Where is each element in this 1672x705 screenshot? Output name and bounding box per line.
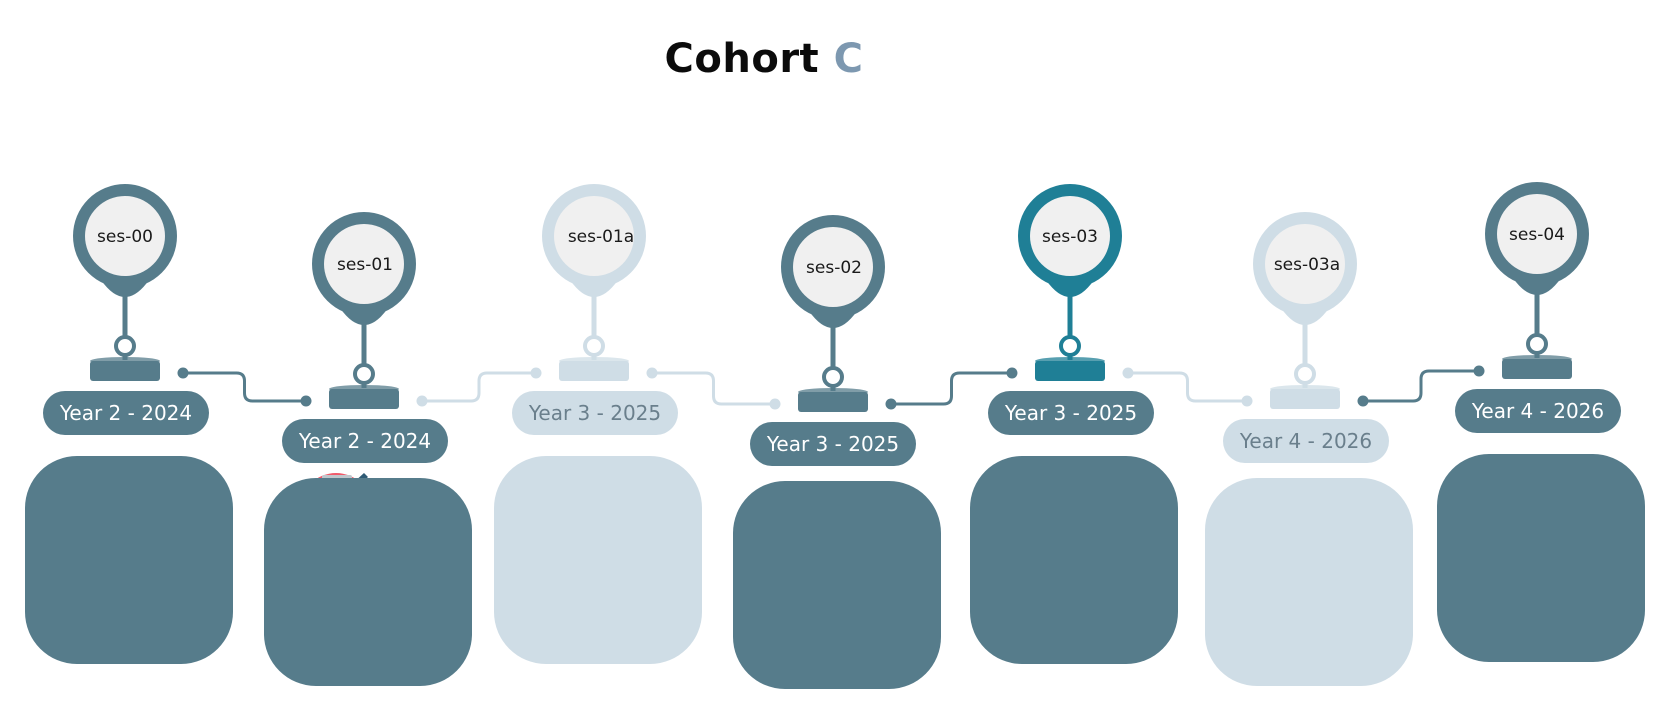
pin-tail — [340, 308, 388, 325]
pin-marker-ses-04 — [1485, 182, 1589, 379]
connector-line-4 — [1126, 371, 1249, 403]
pin-inner — [793, 227, 873, 307]
year-pill-ses-01a: Year 3 - 2025 — [512, 391, 678, 435]
pin-ring — [353, 363, 375, 385]
pin-marker-ses-01a — [542, 184, 646, 381]
connector-dot-2-start — [646, 367, 658, 379]
activity-card-ses-00 — [25, 456, 233, 664]
pin-inner — [85, 196, 165, 276]
pin-stem — [1067, 294, 1073, 360]
pin-base — [90, 361, 160, 381]
pin-base — [1035, 361, 1105, 381]
connector-dot-2-end — [769, 398, 781, 410]
pin-inner — [554, 196, 634, 276]
session-label-03a: ses-03a — [1273, 255, 1341, 275]
pin-inner — [1030, 196, 1110, 276]
pin-base — [798, 392, 868, 412]
session-label-01a: ses-01a — [567, 227, 635, 247]
pin-marker-ses-00 — [73, 184, 177, 381]
pin-stem — [591, 294, 597, 360]
pin-base — [1270, 389, 1340, 409]
pin-base — [1502, 359, 1572, 379]
connector-dot-3-end — [1006, 367, 1018, 379]
pin-ring — [1526, 333, 1548, 355]
title-accent: C — [833, 36, 864, 82]
pin-marker-ses-03a — [1253, 212, 1357, 409]
pin-ring — [114, 335, 136, 357]
pin-stem — [122, 294, 128, 360]
pin-inner — [324, 224, 404, 304]
pin-inner — [1265, 224, 1345, 304]
connector-dot-5-start — [1357, 395, 1369, 407]
session-label-03: ses-03 — [1042, 227, 1098, 247]
connector-line-0 — [181, 371, 308, 403]
connector-line-2 — [650, 371, 777, 406]
activity-card-ses-02 — [733, 481, 941, 689]
year-pill-ses-00: Year 2 - 2024 — [43, 391, 209, 435]
activity-card-ses-01a — [494, 456, 702, 664]
pin-marker-ses-01 — [312, 212, 416, 409]
pin-tail — [1513, 278, 1561, 295]
pin-tail — [101, 280, 149, 297]
connector-dot-1-end — [530, 367, 542, 379]
pin-ring — [1059, 335, 1081, 357]
connector-dot-0-start — [177, 367, 189, 379]
activity-card-ses-03a — [1205, 478, 1413, 686]
pin-marker-ses-03 — [1018, 184, 1122, 381]
connector-dot-0-end — [300, 395, 312, 407]
page-title: Cohort C — [0, 36, 1528, 82]
connector-line-3 — [889, 371, 1014, 406]
year-pill-ses-02: Year 3 - 2025 — [750, 422, 916, 466]
title-main: Cohort — [664, 36, 820, 82]
year-pill-ses-03: Year 3 - 2025 — [988, 391, 1154, 435]
pin-inner — [1497, 194, 1577, 274]
pin-stem — [1302, 322, 1308, 388]
pin-tail — [570, 280, 618, 297]
activity-card-ses-04 — [1437, 454, 1645, 662]
pin-stem — [830, 325, 836, 391]
session-label-01: ses-01 — [337, 255, 393, 275]
year-pill-ses-01: Year 2 - 2024 — [282, 419, 448, 463]
pin-ring — [1294, 363, 1316, 385]
pin-stem — [1534, 292, 1540, 358]
pin-marker-ses-02 — [781, 215, 885, 412]
connector-dot-5-end — [1473, 365, 1485, 377]
pin-tail — [1281, 308, 1329, 325]
activity-card-ses-01 — [264, 478, 472, 686]
connector-line-5 — [1361, 369, 1481, 403]
pin-stem — [361, 322, 367, 388]
year-pill-ses-03a: Year 4 - 2026 — [1223, 419, 1389, 463]
pin-ring — [583, 335, 605, 357]
connector-dot-1-start — [416, 395, 428, 407]
activity-card-ses-03 — [970, 456, 1178, 664]
connector-dot-3-start — [885, 398, 897, 410]
session-label-02: ses-02 — [806, 258, 862, 278]
pin-ring — [822, 366, 844, 388]
session-label-04: ses-04 — [1509, 225, 1565, 245]
pin-base — [329, 389, 399, 409]
connector-dot-4-start — [1122, 367, 1134, 379]
pin-base — [559, 361, 629, 381]
session-label-00: ses-00 — [97, 227, 153, 247]
connector-dot-4-end — [1241, 395, 1253, 407]
pin-tail — [1046, 280, 1094, 297]
connector-line-1 — [420, 371, 538, 403]
pin-tail — [809, 311, 857, 328]
year-pill-ses-04: Year 4 - 2026 — [1455, 389, 1621, 433]
